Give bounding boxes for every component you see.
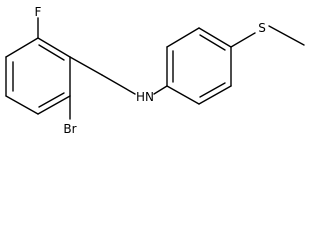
molecule-diagram: F Br HN S — [5, 5, 305, 136]
bond — [198, 85, 232, 105]
n-aryl-bond — [153, 85, 168, 95]
bond — [198, 27, 232, 48]
sulfur-label: S — [258, 21, 266, 35]
bond — [166, 27, 200, 48]
double-bond — [38, 44, 65, 61]
double-bond — [38, 92, 65, 108]
ch2-bond — [69, 56, 103, 76]
double-bond — [199, 82, 226, 98]
bond — [166, 85, 200, 105]
fluorine-label: F — [35, 5, 42, 19]
bond — [37, 95, 71, 115]
bromine-label: Br — [63, 122, 76, 136]
s-methyl-bond — [268, 25, 305, 46]
ch2-n-bond — [101, 74, 136, 95]
bond — [37, 37, 71, 58]
aryl-s-bond — [230, 32, 256, 48]
bond — [5, 37, 39, 58]
amine-label: HN — [136, 90, 154, 104]
bond — [5, 95, 39, 115]
left-benzene-ring — [5, 37, 71, 115]
double-bond — [199, 34, 226, 51]
right-benzene-ring — [166, 27, 232, 105]
